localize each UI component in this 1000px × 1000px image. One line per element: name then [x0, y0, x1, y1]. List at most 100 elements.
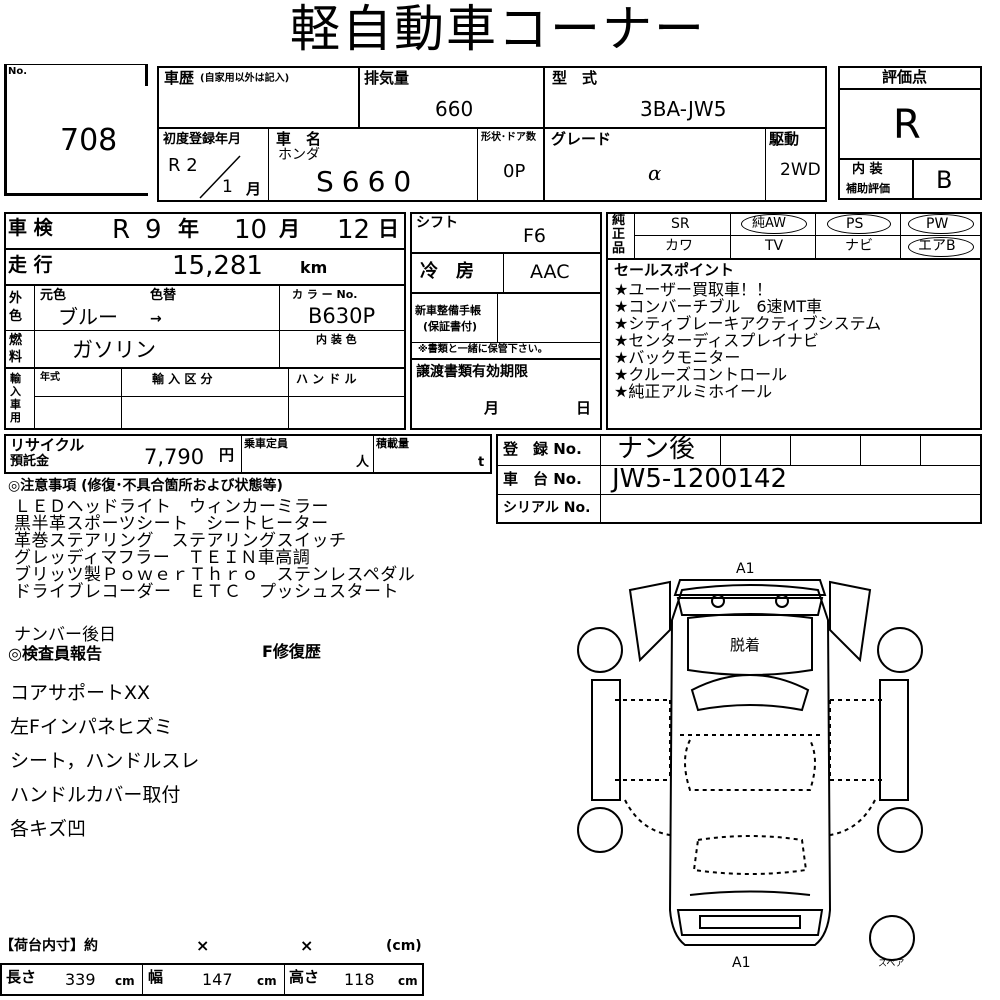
sales-points-label: セールスポイント: [614, 261, 735, 279]
cargo-length-label: 長さ: [6, 968, 37, 986]
color-value: ブルー: [58, 305, 118, 329]
first-reg-month-unit: 月: [246, 180, 262, 198]
equip-pw-circle: [908, 214, 974, 234]
diagram-top-label: A1: [736, 561, 755, 577]
inspector-list: コアサポートXX 左Fインパネヒズミ シート，ハンドルスレ ハンドルカバー取付 …: [10, 676, 199, 846]
sales-point: ★ユーザー買取車！！: [614, 280, 773, 299]
import-label-1: 輸: [10, 372, 21, 385]
cargo-length-unit: cm: [115, 974, 135, 988]
interior-label-2: 補助評価: [846, 182, 890, 195]
lot-number: 708: [60, 123, 118, 158]
note-line: ＬＥＤヘッドライト ウィンカーミラー: [14, 497, 329, 517]
mileage-value: 15,281: [172, 251, 263, 281]
inspector-line: ハンドルカバー取付: [10, 784, 181, 806]
transfer-day-unit: 日: [576, 399, 592, 417]
equip-ps: PS: [846, 216, 864, 232]
inspection-year-unit: 年: [178, 217, 199, 241]
registration-value: ナン後: [617, 434, 696, 464]
drive-value: 2WD: [780, 160, 821, 180]
equip-navi: ナビ: [845, 238, 873, 254]
history-label: 車歴: [164, 69, 195, 87]
interior-label-1: 内 装: [852, 162, 883, 177]
diagram-roof-label: 脱着: [730, 636, 761, 654]
load-unit: t: [478, 455, 485, 470]
sales-point: ★センターディスプレイナビ: [614, 331, 819, 350]
color-orig-label: 元色: [40, 288, 67, 303]
cargo-x1: ×: [196, 936, 210, 955]
cargo-length-value: 339: [65, 970, 96, 989]
color-code: B630P: [308, 304, 376, 328]
cargo-width-label: 幅: [148, 968, 164, 986]
sales-point: ★クルーズコントロール: [614, 365, 788, 384]
displacement-label: 排気量: [364, 69, 410, 87]
ac-label: 冷 房: [420, 261, 474, 282]
sales-point: ★純正アルミホイール: [614, 382, 773, 401]
fuel-label-2: 料: [9, 350, 23, 365]
warranty-line1: 新車整備手帳: [415, 304, 481, 317]
color-code-label: カ ラ ー No.: [292, 288, 358, 301]
score-value: R: [893, 102, 921, 148]
registration-label: 登 録 No.: [503, 440, 582, 458]
lot-label: No.: [8, 66, 28, 77]
capacity-unit: 人: [356, 455, 370, 470]
transfer-month-unit: 月: [484, 399, 500, 417]
inspector-line: 左Fインパネヒズミ: [10, 716, 173, 738]
equip-leather: カワ: [665, 238, 693, 254]
import-label-4: 用: [10, 411, 21, 424]
equip-pw: PW: [926, 216, 949, 232]
warranty-note: ※書類と一緒に保管下さい。: [418, 344, 548, 355]
car-maker: ホンダ: [278, 147, 320, 163]
import-handle-label: ハ ン ド ル: [296, 372, 357, 386]
inspector-tag: F修復歴: [262, 642, 321, 661]
equip-aw-circle: [741, 214, 807, 234]
equip-label-2: 正: [612, 227, 626, 242]
score-box: [838, 66, 982, 200]
cargo-height-unit: cm: [398, 974, 418, 988]
score-label: 評価点: [882, 68, 928, 86]
inspector-line: 各キズ凹: [10, 818, 87, 840]
displacement-value: 660: [435, 97, 474, 121]
car-name-value: S660: [316, 165, 420, 198]
interior-score-value: B: [936, 166, 953, 194]
serial-label: シリアル No.: [503, 500, 591, 516]
body-value: 0P: [503, 161, 526, 182]
history-sub: (自家用以外は記入): [200, 73, 290, 84]
note-line: 黒半革スポーツシート シートヒーター: [14, 514, 329, 534]
equip-airbag: エアB: [918, 238, 956, 254]
recycle-unit: 円: [219, 446, 235, 464]
sales-point: ★バックモニター: [614, 348, 741, 367]
fuel-label-1: 燃: [9, 333, 23, 348]
sales-point: ★シティブレーキアクティブシステム: [614, 314, 882, 333]
diagram-bottom-label: A1: [732, 955, 751, 971]
first-reg-month: 1: [222, 177, 233, 197]
inspection-year: 9: [145, 215, 162, 245]
first-reg-era: R 2: [168, 155, 198, 176]
color-arrow: →: [150, 311, 162, 327]
chassis-label: 車 台 No.: [503, 470, 582, 488]
first-reg-slash: [199, 155, 241, 199]
recycle-label-1: リサイクル: [10, 436, 85, 454]
recycle-label-2: 預託金: [10, 454, 50, 469]
equip-aw: 純AW: [752, 216, 787, 231]
shift-value: F6: [523, 225, 547, 247]
sheet-title: 軽自動車コーナー: [290, 0, 706, 58]
capacity-label: 乗車定員: [244, 437, 288, 450]
color-label-2: 色: [9, 309, 23, 324]
equip-label-3: 品: [612, 241, 626, 256]
chassis-value: JW5-1200142: [612, 464, 788, 494]
inspector-label: ◎検査員報告: [8, 644, 102, 663]
inspector-line: コアサポートXX: [10, 682, 151, 704]
model-type-label: 型 式: [552, 69, 598, 87]
inspector-line: シート，ハンドルスレ: [10, 750, 200, 772]
equip-ps-circle: [827, 214, 891, 234]
sales-point: ★コンバーチブル 6速MT車: [614, 297, 823, 316]
first-reg-label: 初度登録年月: [163, 132, 242, 147]
body-label: 形状･ドア数: [481, 132, 536, 143]
cargo-x2: ×: [300, 936, 314, 955]
import-label-3: 車: [10, 398, 21, 411]
car-diagram: [577, 579, 923, 961]
color-change-label: 色替: [150, 288, 177, 303]
notes-list: ＬＥＤヘッドライト ウィンカーミラー 黒半革スポーツシート シートヒーター 革巻…: [14, 499, 415, 601]
cargo-height-label: 高さ: [289, 968, 320, 986]
